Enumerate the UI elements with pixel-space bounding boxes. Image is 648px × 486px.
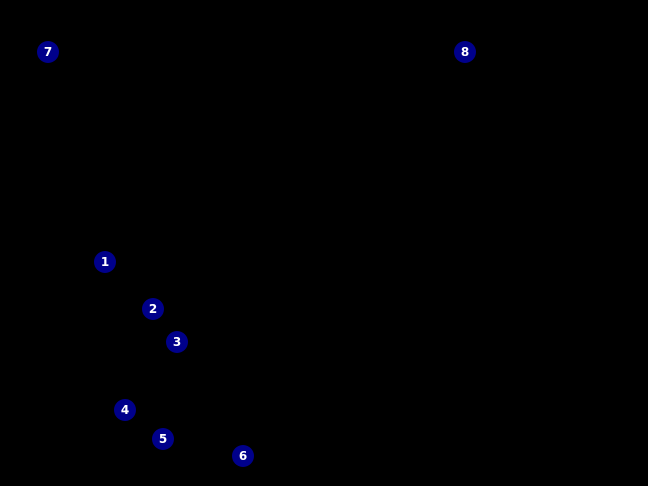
marker-3[interactable]: 3: [166, 331, 188, 353]
marker-8[interactable]: 8: [454, 41, 476, 63]
marker-7[interactable]: 7: [37, 41, 59, 63]
marker-2[interactable]: 2: [142, 298, 164, 320]
marker-5[interactable]: 5: [152, 428, 174, 450]
marker-4[interactable]: 4: [114, 399, 136, 421]
marker-1[interactable]: 1: [94, 251, 116, 273]
marker-6[interactable]: 6: [232, 445, 254, 467]
